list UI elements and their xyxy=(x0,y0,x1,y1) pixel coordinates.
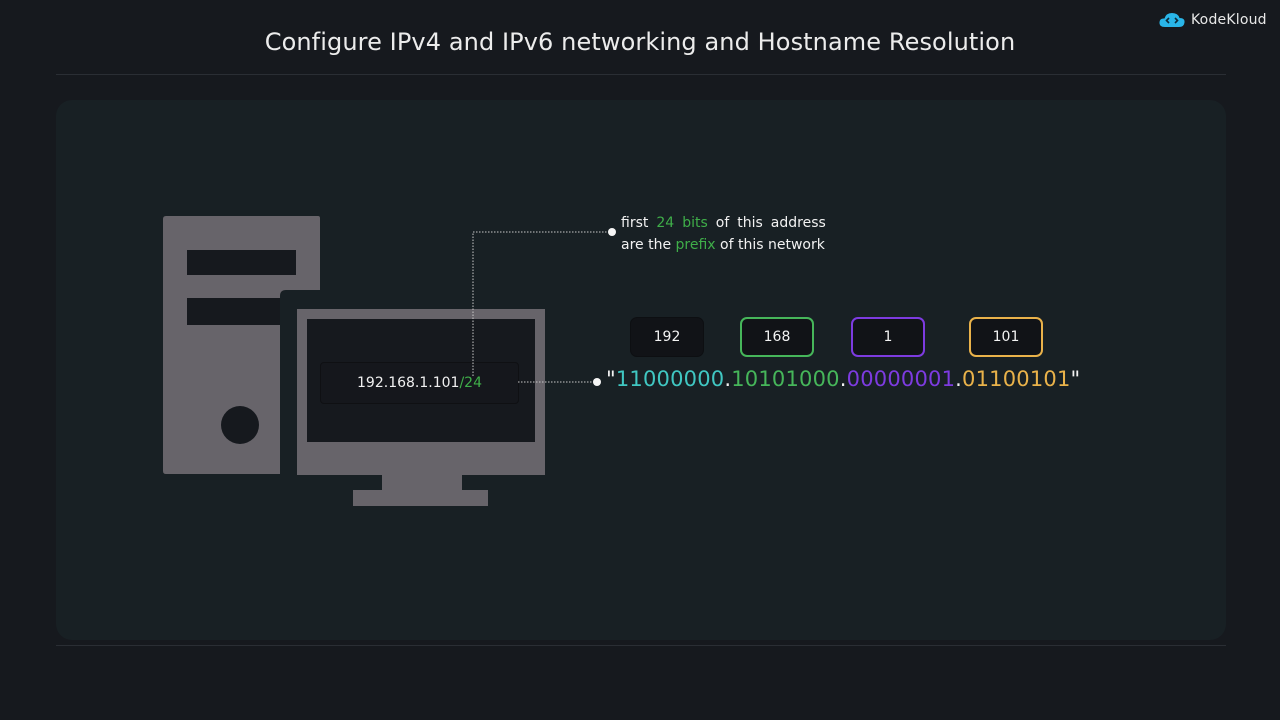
binary-dot xyxy=(593,378,601,386)
annotation-line-2: are the prefix of this network xyxy=(621,237,825,253)
octet-box-1: 192 xyxy=(630,317,704,357)
cloud-logo-icon xyxy=(1159,13,1185,27)
ip-prefix: /24 xyxy=(459,375,482,391)
annotation-dot xyxy=(608,228,616,236)
logo-text: KodeKloud xyxy=(1191,12,1267,28)
binary-octet-2: 10101000 xyxy=(731,367,840,391)
tower-icon xyxy=(163,216,320,474)
footer-divider xyxy=(56,645,1226,646)
ip-address-label: 192.168.1.101/24 xyxy=(320,362,519,404)
kodekloud-logo: KodeKloud xyxy=(1158,9,1267,31)
binary-address: "11000000.10101000.00000001.01100101" xyxy=(606,367,1081,391)
binary-octet-1: 11000000 xyxy=(615,367,725,391)
octet-box-4: 101 xyxy=(969,317,1043,357)
binary-octet-4: 01100101 xyxy=(962,367,1071,391)
ip-address: 192.168.1.101 xyxy=(357,375,460,391)
binary-octet-3: 00000001 xyxy=(846,367,956,391)
page-title: Configure IPv4 and IPv6 networking and H… xyxy=(264,28,1016,56)
octet-box-2: 168 xyxy=(740,317,814,357)
octet-box-3: 1 xyxy=(851,317,925,357)
header-divider xyxy=(56,74,1226,75)
